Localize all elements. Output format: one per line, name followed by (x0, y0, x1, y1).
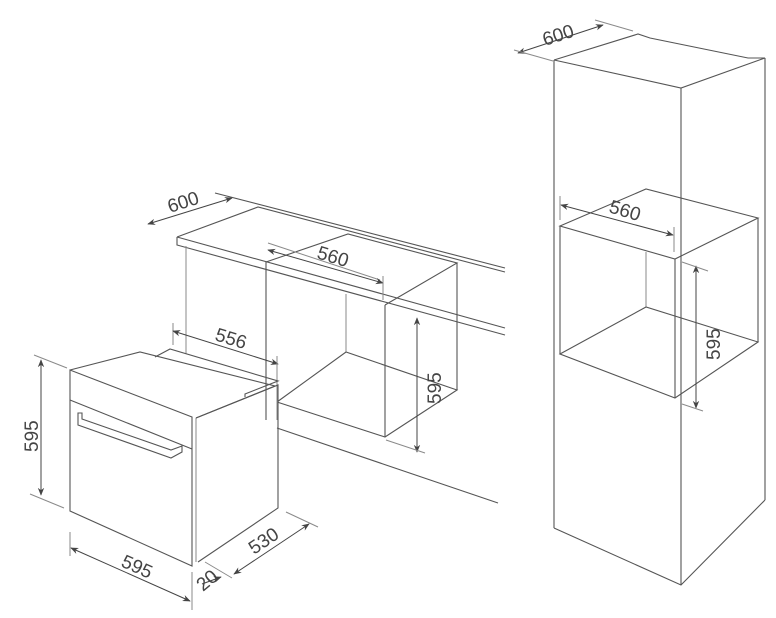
label-oven-body-width-556: 556 (213, 325, 249, 354)
tall-column-cabinet (513, 19, 766, 586)
label-oven-height-595: 595 (22, 420, 43, 452)
label-oven-depth-530: 530 (245, 524, 283, 559)
label-column-opening-height-595: 595 (704, 328, 725, 360)
label-oven-width-595: 595 (118, 551, 156, 583)
label-door-thickness-20: 20 (193, 566, 223, 596)
label-column-depth-600: 600 (540, 21, 577, 51)
label-column-opening-width-560: 560 (607, 197, 643, 226)
under-counter-cabinet (147, 192, 506, 504)
label-opening-height-595: 595 (425, 372, 446, 404)
oven (29, 348, 319, 610)
label-cabinet-depth-600: 600 (165, 188, 202, 218)
label-opening-width-560: 560 (315, 243, 351, 272)
